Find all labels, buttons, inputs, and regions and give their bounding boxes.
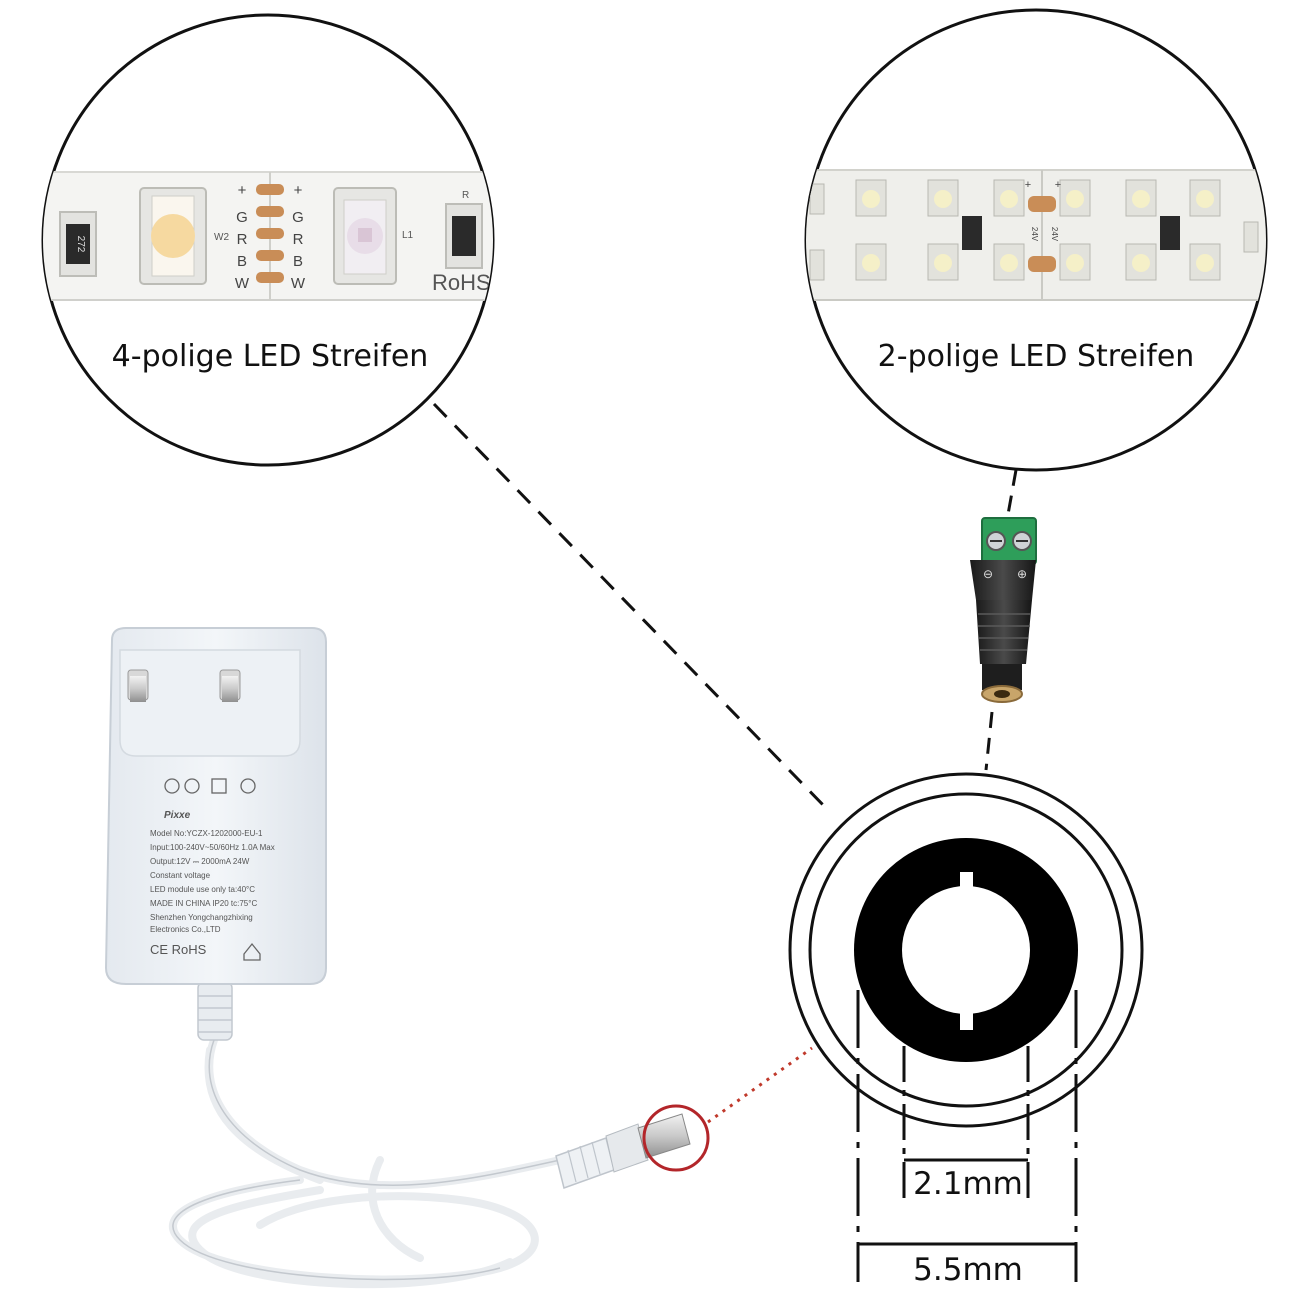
terminal-plus-mark: ⊕ (1017, 567, 1027, 581)
label-line: Constant voltage (150, 871, 211, 880)
warm-led-chip: W2 (139, 187, 229, 285)
dashed-connector-left (432, 402, 828, 810)
caption-2pin: 2-polige LED Streifen (878, 339, 1195, 374)
double-row-led-strip: + + 24V 24V (806, 169, 1266, 301)
callout-4pin: 272 W2 + G R B (41, 13, 495, 467)
led-row-top (809, 179, 1221, 217)
label-line: Input:100-240V~50/60Hz 1.0A Max (150, 843, 275, 852)
caption-4pin: 4-polige LED Streifen (112, 339, 429, 374)
brand-name: Pixxe (164, 810, 191, 821)
rgb-led-chip: L1 (333, 187, 414, 285)
led-mark-w2: W2 (214, 232, 229, 243)
pad-label: G (236, 209, 248, 226)
strain-relief (197, 981, 233, 1041)
eu-plug-pins (127, 669, 241, 702)
voltage-mark: 24V (1050, 227, 1059, 242)
pad-label: G (292, 209, 304, 226)
terminal-minus-mark: ⊖ (983, 567, 993, 581)
adapter-cable (169, 1036, 564, 1289)
copper-pads: + + 24V 24V (1025, 179, 1061, 272)
copper-pads: + G R B W + G R B W (235, 172, 306, 300)
resistor: 272 (59, 211, 97, 277)
rating-label: Pixxe Model No:YCZX-1202000-EU-1 Input:1… (150, 810, 275, 961)
cert-marks: CE RoHS (150, 942, 207, 957)
led-row-bottom (809, 221, 1259, 281)
label-line: MADE IN CHINA IP20 tc:75°C (150, 899, 257, 908)
safety-symbols (164, 778, 256, 794)
label-line: Electronics Co.,LTD (150, 925, 221, 934)
callout-2pin: + + 24V 24V 2-polige LED Streifen (804, 8, 1268, 472)
resistor-code: 272 (75, 236, 86, 253)
resistor: R (445, 190, 483, 269)
cut-mark: + (1025, 179, 1031, 191)
pad-label: + (294, 182, 303, 199)
pad-label: R (293, 231, 304, 248)
voltage-mark: 24V (1030, 227, 1039, 242)
label-line: Shenzhen Yongchangzhixing (150, 913, 253, 922)
pad-label: W (291, 275, 306, 292)
dimension-outer-label: 5.5mm (913, 1252, 1023, 1288)
dc-barrel-plug (555, 1104, 710, 1189)
home-icon (243, 942, 261, 961)
pad-label: + (238, 182, 247, 199)
led-mark-l1: L1 (402, 230, 414, 241)
dotted-red-connector (707, 1046, 813, 1124)
dashed-connector-right-top (1005, 469, 1018, 521)
pad-label: R (237, 231, 248, 248)
pad-label: W (235, 275, 250, 292)
label-line: LED module use only ta:40°C (150, 885, 255, 894)
pad-label: B (237, 253, 247, 270)
dimension-lines (856, 990, 1078, 1282)
pad-label: B (293, 253, 303, 270)
rgbw-led-strip: 272 W2 + G R B (43, 171, 493, 301)
label-line: Model No:YCZX-1202000-EU-1 (150, 829, 263, 838)
rohs-text: RoHS (432, 270, 491, 295)
corner-mark: R (462, 190, 469, 201)
plug-highlight-circle (642, 1104, 710, 1172)
label-line: Output:12V ⎓ 2000mA 24W (150, 857, 250, 866)
power-adapter: Pixxe Model No:YCZX-1202000-EU-1 Input:1… (104, 627, 710, 1289)
dimension-inner-label: 2.1mm (913, 1166, 1023, 1202)
dashed-connector-right-bottom (984, 711, 994, 771)
cut-mark: + (1055, 179, 1061, 191)
barrel-jack-cross-section (788, 772, 1144, 1128)
dc-female-terminal-adapter: ⊖ ⊕ (970, 517, 1037, 703)
